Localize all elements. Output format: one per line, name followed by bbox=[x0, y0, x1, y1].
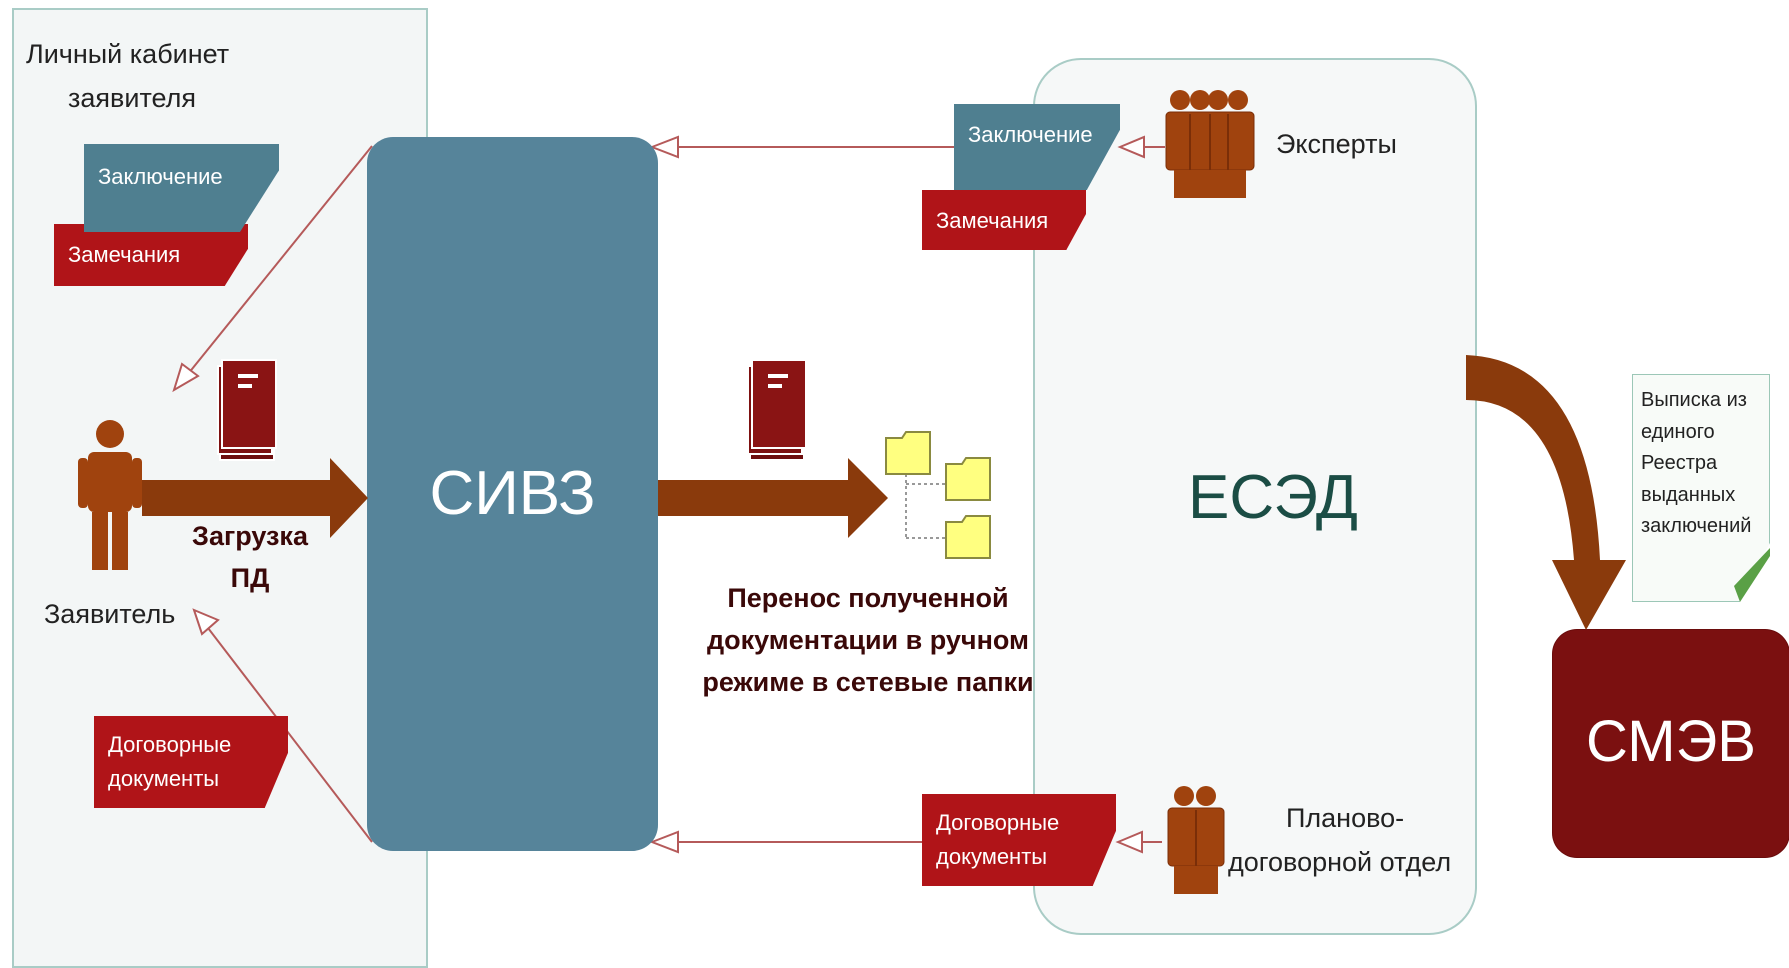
esed-label: ЕСЭД bbox=[1188, 463, 1358, 532]
planning-arrowhead bbox=[1115, 830, 1143, 854]
sivz-to-applicant-bottom-line bbox=[207, 627, 373, 843]
extract-line3: Реестра bbox=[1641, 452, 1718, 475]
sivz-to-applicant-top-line bbox=[187, 145, 373, 375]
transfer-line2: документации в ручном bbox=[707, 624, 1029, 655]
conclusion-return-arrowhead bbox=[649, 135, 679, 159]
left-contract-line1: Договорные bbox=[108, 732, 232, 757]
left-remarks-label: Замечания bbox=[68, 242, 181, 267]
contract-return-arrowhead bbox=[649, 830, 679, 854]
left-contract-doc: Договорные документы bbox=[94, 716, 288, 808]
folder-icon bbox=[885, 431, 931, 475]
experts-remarks-doc: Замечания bbox=[922, 190, 1086, 250]
sivz-to-applicant-top-arrowhead bbox=[172, 362, 200, 393]
sivz-to-applicant-bottom-arrowhead bbox=[192, 608, 220, 636]
person-icon bbox=[78, 420, 142, 570]
extract-line5: заключений bbox=[1641, 515, 1752, 538]
upload-line1: Загрузка bbox=[192, 521, 308, 551]
document-stack-icon bbox=[217, 359, 277, 461]
planning-contract-line2: документы bbox=[936, 844, 1048, 870]
experts-label: Эксперты bbox=[1276, 129, 1397, 159]
sivz-label: СИВЗ bbox=[429, 459, 596, 528]
esed-panel bbox=[1033, 58, 1477, 935]
cabinet-title-line2: заявителя bbox=[68, 83, 196, 113]
planning-line2: договорной отдел bbox=[1228, 847, 1452, 877]
applicant-label: Заявитель bbox=[44, 599, 176, 629]
upload-arrow bbox=[142, 458, 368, 538]
left-contract-line2: документы bbox=[108, 766, 220, 792]
experts-conclusion-label: Заключение bbox=[968, 122, 1093, 147]
folder-icon-2 bbox=[945, 457, 991, 501]
planning-contract-doc: Договорные документы bbox=[922, 794, 1116, 886]
transfer-line3: режиме в сетевые папки bbox=[702, 666, 1034, 697]
folder-icon-3 bbox=[945, 515, 991, 559]
transfer-label: Перенос полученной документации в ручном… bbox=[688, 578, 1048, 704]
planning-contract-line1: Договорные bbox=[936, 810, 1060, 835]
registry-extract-doc: Выписка из единого Реестра выданных закл… bbox=[1632, 374, 1770, 602]
document-stack-icon-2 bbox=[747, 359, 807, 461]
extract-line1: Выписка из bbox=[1641, 389, 1747, 411]
upload-label: Загрузка ПД bbox=[180, 516, 320, 600]
transfer-arrow bbox=[658, 458, 888, 538]
experts-arrowhead bbox=[1117, 135, 1145, 159]
extract-line2: единого bbox=[1641, 420, 1715, 443]
left-conclusion-label: Заключение bbox=[98, 164, 223, 189]
esed-to-smev-arrow bbox=[1466, 355, 1626, 630]
experts-remarks-label: Замечания bbox=[936, 208, 1049, 233]
extract-fold-corner bbox=[1734, 548, 1770, 602]
transfer-line1: Перенос полученной bbox=[727, 583, 1009, 613]
extract-line4: выданных bbox=[1641, 483, 1736, 506]
left-remarks-doc: Замечания bbox=[54, 224, 248, 286]
smev-block bbox=[1553, 630, 1789, 857]
left-conclusion-doc: Заключение bbox=[84, 144, 279, 232]
group-icon-2 bbox=[1167, 786, 1225, 894]
planning-line1: Планово- bbox=[1286, 803, 1405, 833]
group-icon bbox=[1165, 90, 1255, 198]
upload-line2: ПД bbox=[230, 562, 270, 593]
smev-label: СМЭВ bbox=[1586, 709, 1756, 774]
sivz-block bbox=[367, 137, 658, 851]
cabinet-title-line1: Личный кабинет bbox=[26, 39, 230, 69]
experts-conclusion-doc: Заключение bbox=[954, 104, 1120, 190]
